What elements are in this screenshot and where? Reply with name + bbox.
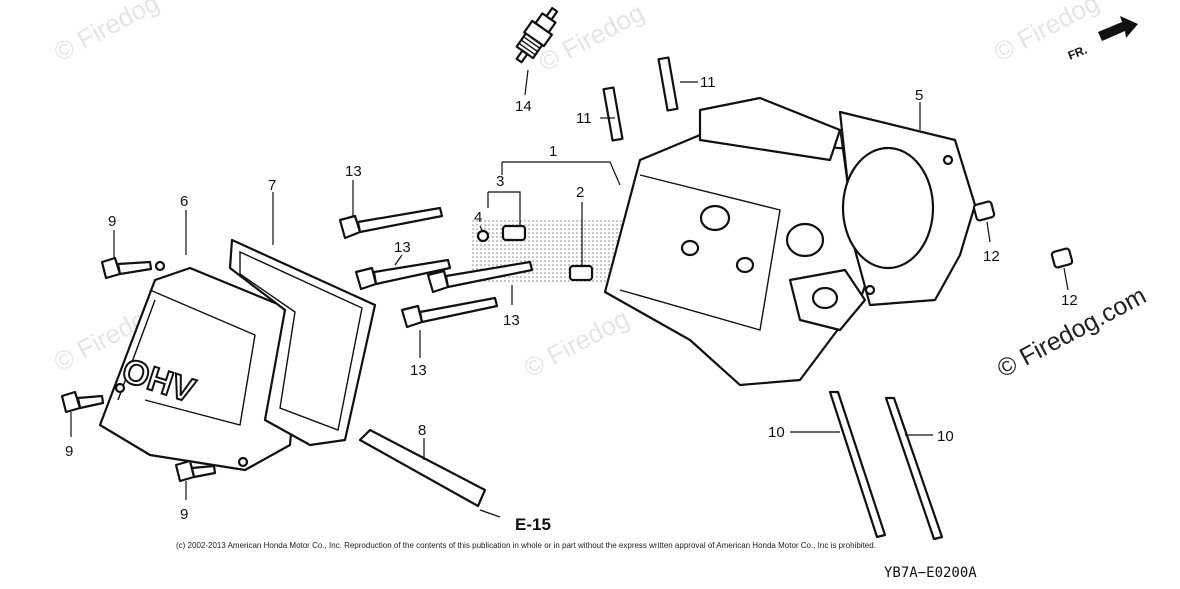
callout-14: 14 [515, 98, 532, 115]
copyright-notice: (c) 2002-2013 American Honda Motor Co., … [176, 541, 876, 550]
section-reference: E-15 [515, 515, 551, 534]
front-direction-arrow: FR. [1066, 16, 1138, 63]
callout-11: 11 [576, 110, 592, 127]
watermark: © Firedog [519, 303, 634, 383]
callout-13: 13 [410, 362, 427, 379]
head-gasket [838, 110, 977, 307]
dowel-pin [972, 200, 1074, 269]
spark-plug [515, 6, 559, 64]
callout-3: 3 [496, 173, 504, 190]
callout-9: 9 [108, 213, 116, 230]
callout-1: 1 [549, 143, 557, 160]
stud [602, 56, 679, 142]
callout-12: 12 [1061, 292, 1078, 309]
head-cover: OHV [98, 260, 302, 472]
callout-12: 12 [983, 248, 1000, 265]
front-label: FR. [1066, 43, 1089, 63]
callout-11: 11 [700, 74, 716, 91]
callout-9: 9 [65, 443, 73, 460]
callout-13: 13 [345, 163, 362, 180]
callout-13: 13 [503, 312, 520, 329]
callout-8: 8 [418, 422, 426, 439]
watermark: © Firedog [989, 0, 1104, 67]
callout-4: 4 [474, 209, 482, 226]
flange-bolt [338, 206, 534, 329]
watermark: © Firedog [49, 0, 164, 67]
cylinder-head [603, 96, 887, 387]
callout-6: 6 [180, 193, 188, 210]
cover-bolt [60, 256, 217, 483]
cover-gasket [228, 238, 377, 447]
valve-guide [476, 224, 594, 282]
stud-bolt [828, 390, 944, 541]
callout-7: 7 [268, 177, 276, 194]
leader-lines [70, 69, 1069, 518]
callout-10: 10 [768, 424, 785, 441]
callout-5: 5 [915, 87, 923, 104]
diagram-code: YB7A−E0200A [884, 565, 977, 581]
callout-2: 2 [576, 184, 584, 201]
callout-9: 9 [180, 506, 188, 523]
callout-13: 13 [394, 239, 411, 256]
callout-10: 10 [937, 428, 954, 445]
breather-tube [358, 428, 487, 508]
